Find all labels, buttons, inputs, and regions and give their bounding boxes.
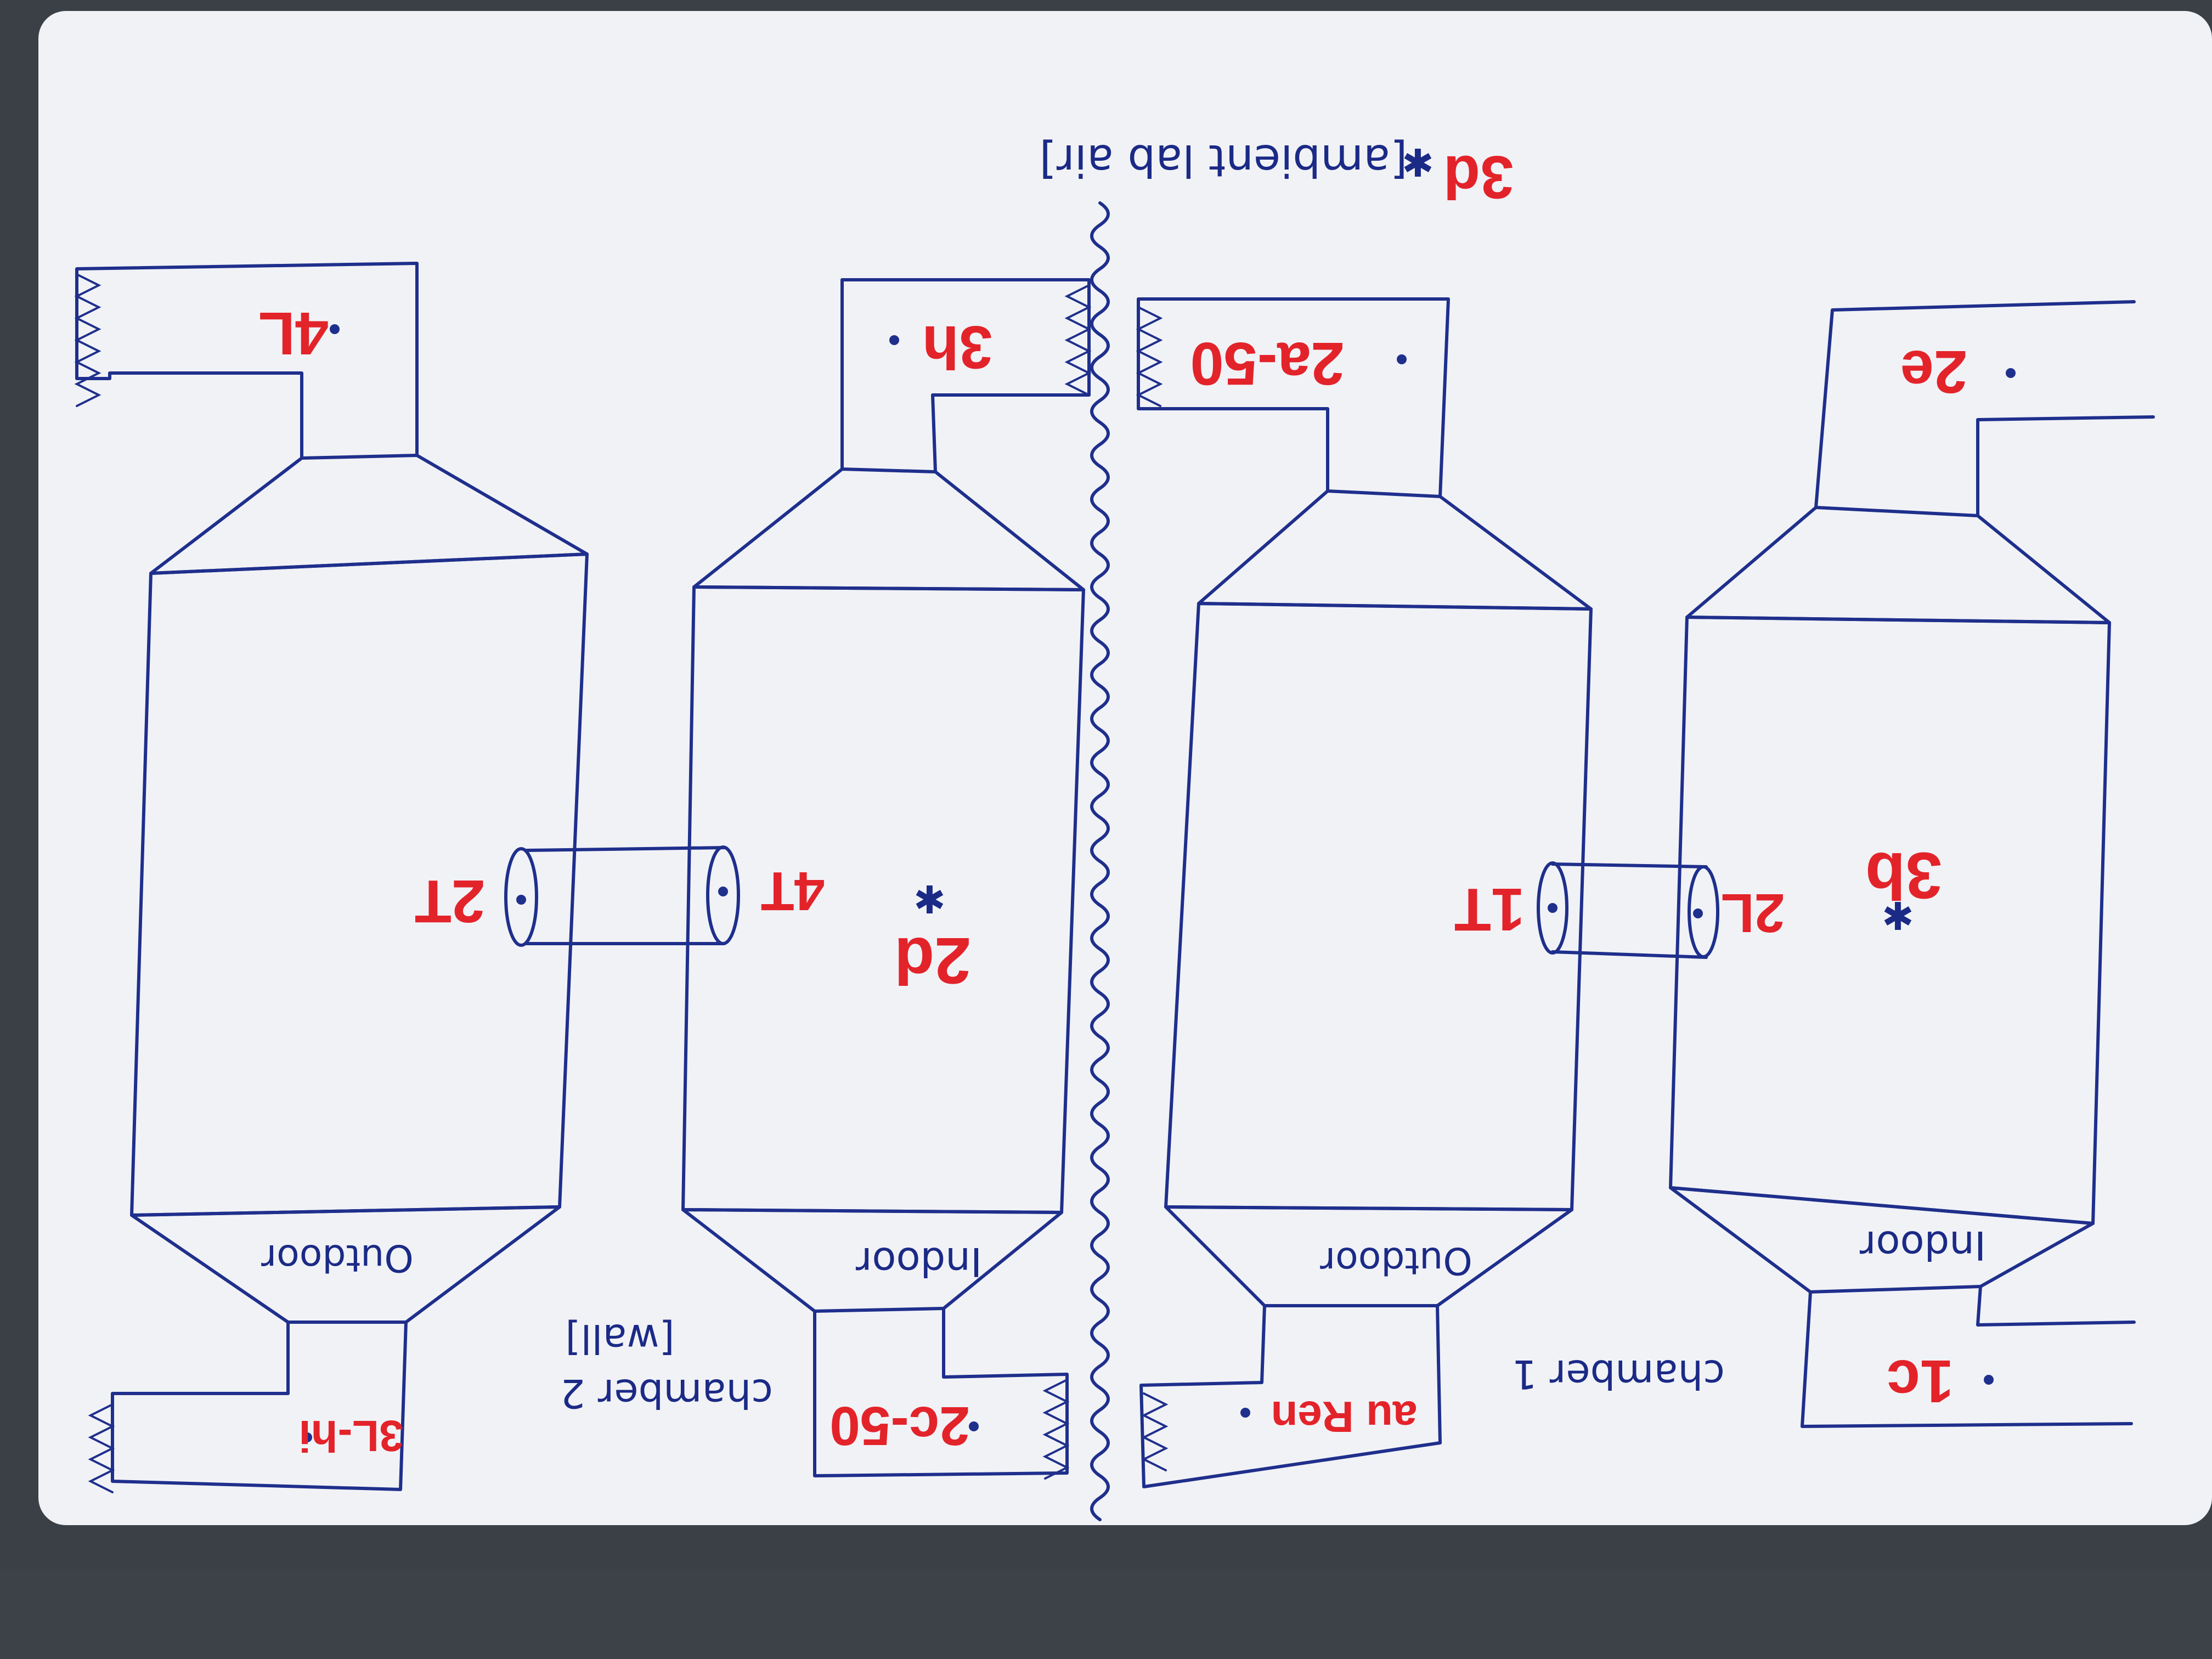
connector-a-b-left-end <box>504 847 538 947</box>
unit-b-point-2c50 <box>969 1421 979 1431</box>
note-chamber1: chamber 1 <box>1512 1351 1725 1397</box>
note-indoor-d: Indoor <box>1859 1222 1986 1268</box>
connector-a-b-right-end <box>706 845 740 945</box>
unit-a-point-4L <box>330 324 340 334</box>
connector-c-d <box>1537 861 1719 959</box>
unit-c-bottom-spring <box>1141 1392 1169 1471</box>
desk-bottom <box>0 1569 2212 1659</box>
unit-b-bottom-spring <box>1042 1379 1070 1480</box>
label-2d: 2d <box>894 924 971 997</box>
unit-d-bottom-duct-inner <box>1976 1285 2136 1327</box>
unit-d-point-1c <box>1984 1375 1994 1385</box>
star-3b: ✱ <box>1882 894 1914 939</box>
unit-c-point-2a50 <box>1397 354 1407 364</box>
note-outdoor-c: Outdoor <box>1320 1239 1472 1282</box>
unit-c-top-duct <box>1137 297 1450 498</box>
unit-d-point-2e <box>2006 368 2016 378</box>
labels: 4L 3h 2a-50 2e 2T 4T 2d 1T 2L 3b 3L-hi 2… <box>258 143 1967 1460</box>
unit-b-point-3h <box>889 335 899 345</box>
notes: [ambient lab air] chamber 2 [wall] chamb… <box>261 135 1986 1417</box>
connector-a-b-top <box>525 846 726 852</box>
unit-c-point-auRen <box>1240 1408 1250 1418</box>
label-1T: 1T <box>1454 876 1525 943</box>
label-3h: 3h <box>922 313 992 381</box>
label-2c50: 2c-50 <box>830 1395 970 1457</box>
unit-b-point-4T <box>718 887 728 896</box>
note-wall: [wall] <box>565 1316 674 1362</box>
unit-a-top-spring <box>74 273 101 407</box>
star-2d: ✱ <box>913 878 946 923</box>
unit-a-point-2T <box>516 895 526 905</box>
unit-c-point-1T <box>1548 903 1558 913</box>
connector-c-d-left-end <box>1537 861 1568 955</box>
unit-c-top-spring <box>1136 306 1163 407</box>
label-2T: 2T <box>415 867 485 935</box>
note-chamber2: chamber 2 <box>560 1370 773 1417</box>
unit-a-bottom-spring <box>88 1403 115 1493</box>
note-outdoor-a: Outdoor <box>261 1236 414 1279</box>
label-3b: 3b <box>1865 839 1942 912</box>
label-3L: 3L-hi <box>298 1412 403 1460</box>
unit-a <box>74 262 589 1493</box>
unit-b-top-spring <box>1064 284 1092 396</box>
unit-a-point-3L <box>302 1432 312 1442</box>
star-3d: ✱ <box>1402 141 1434 186</box>
unit-d <box>1669 300 2155 1428</box>
paper-sheet <box>38 11 2212 1525</box>
label-2e: 2e <box>1900 338 1967 405</box>
label-3d: 3d <box>1443 143 1514 211</box>
connector-a-b <box>504 845 740 947</box>
unit-b-top-duct <box>840 278 1091 473</box>
unit-d-top-duct <box>1814 300 2136 509</box>
unit-b <box>681 278 1092 1480</box>
label-4T: 4T <box>761 860 825 922</box>
label-1c: 1c <box>1887 1347 1954 1415</box>
label-4L: 4L <box>258 300 329 367</box>
unit-c <box>1136 297 1593 1488</box>
unit-d-bottom-duct <box>1801 1290 2133 1428</box>
note-indoor-b: Indoor <box>855 1239 982 1285</box>
connector-c-d-bottom <box>1551 950 1708 959</box>
wall-line <box>1090 201 1110 1521</box>
note-ambient: [ambient lab air] <box>1040 135 1408 186</box>
unit-c-bottom-duct <box>1139 1304 1442 1488</box>
connector-c-d-right-end <box>1688 865 1719 958</box>
unit-d-point-2L <box>1693 909 1703 918</box>
label-auRen: au Ren <box>1271 1392 1418 1441</box>
unit-a-top-duct <box>75 262 419 460</box>
label-2a50: 2a-50 <box>1190 330 1344 397</box>
label-2L: 2L <box>1721 882 1785 944</box>
unit-d-top-duct-inner <box>1976 415 2155 517</box>
connector-c-d-top <box>1551 862 1708 868</box>
